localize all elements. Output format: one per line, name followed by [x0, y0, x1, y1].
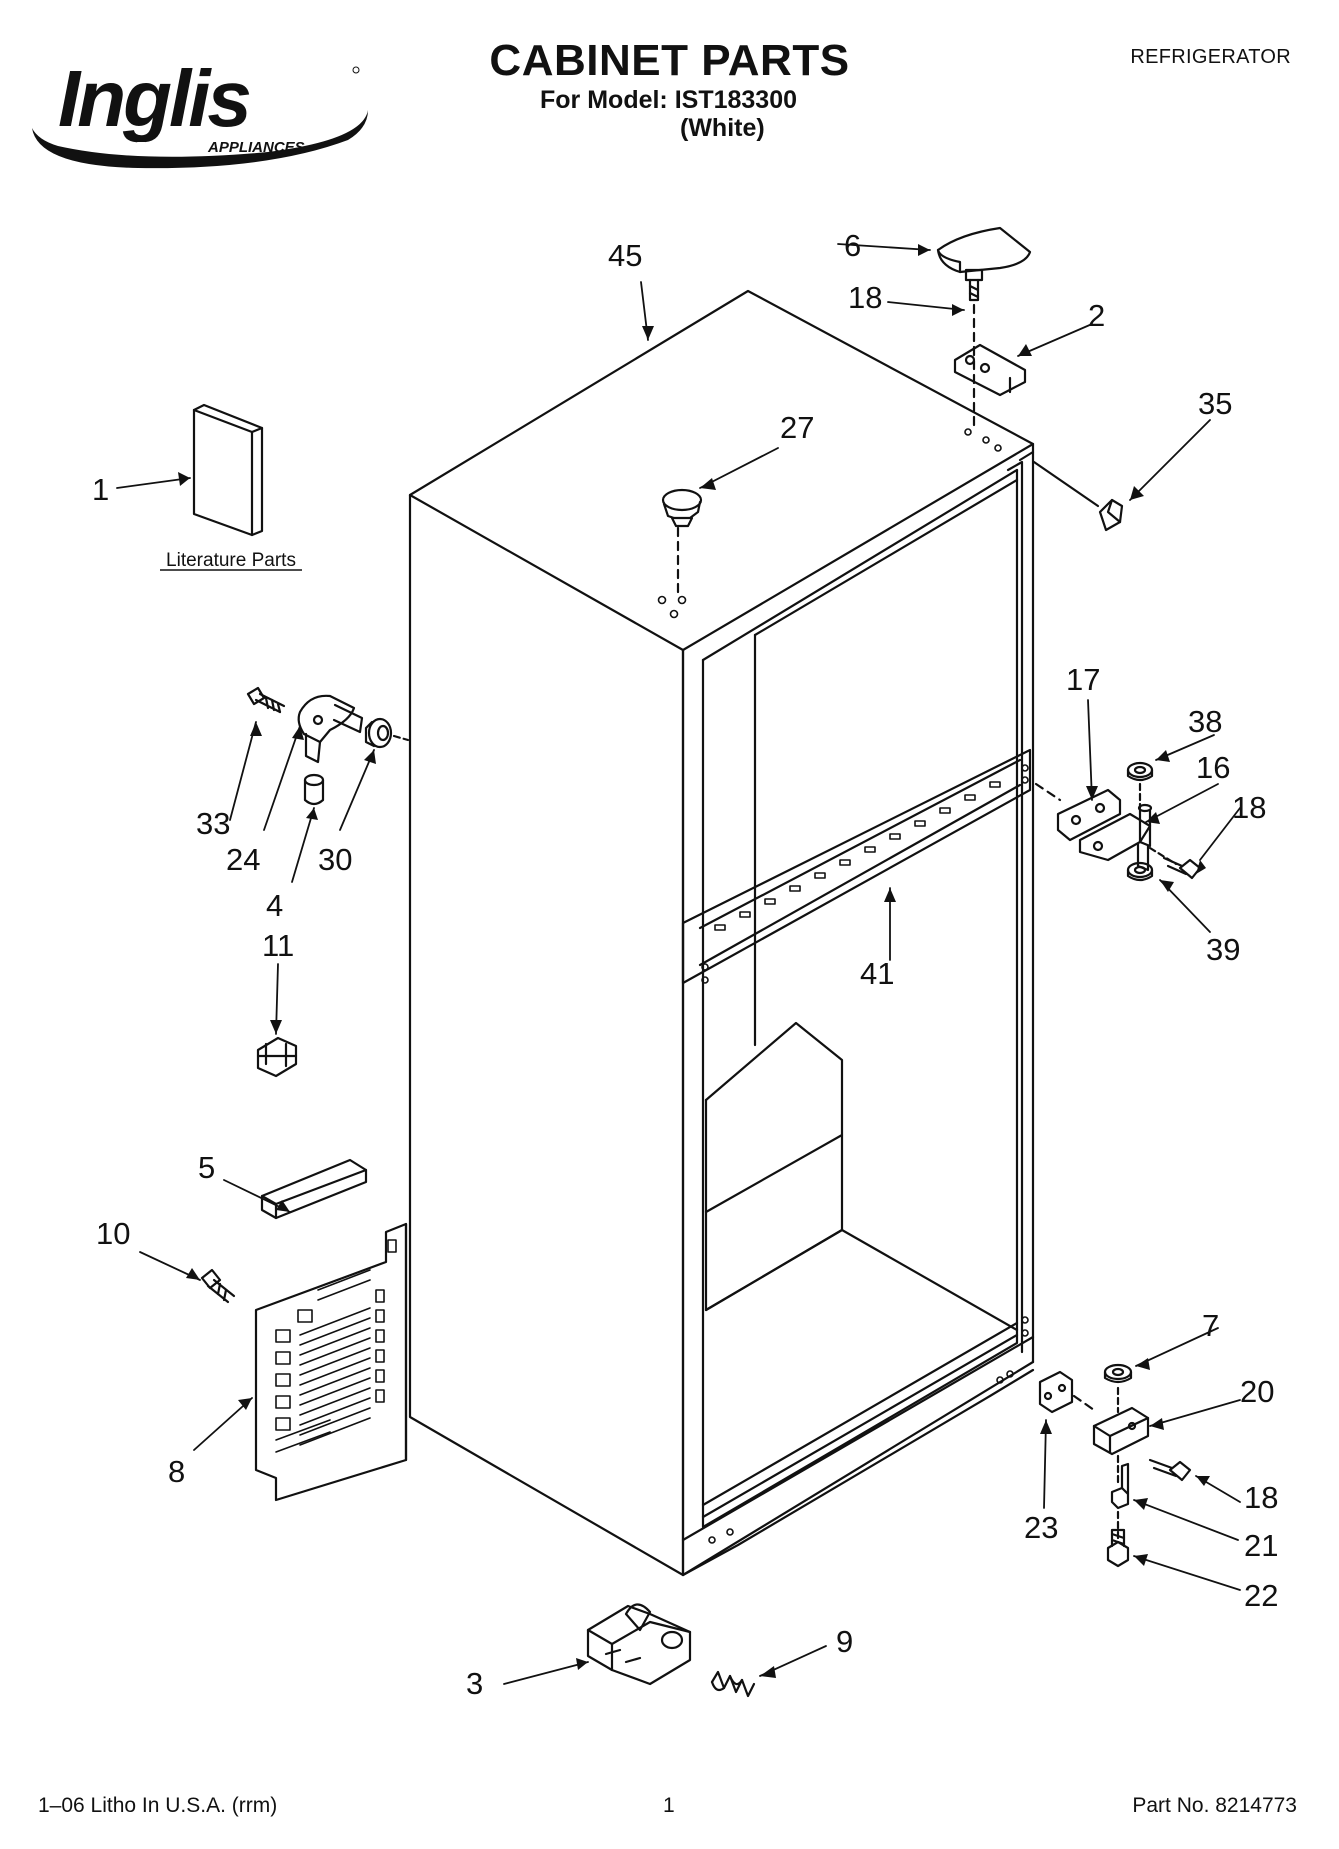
model-variant: (White) [680, 114, 765, 142]
top-hinge [953, 343, 1027, 397]
callout-1: 1 [92, 472, 109, 507]
screw-10 [200, 1268, 236, 1304]
washer-30 [364, 717, 393, 749]
callout-38: 38 [1188, 704, 1222, 739]
top-hinge-screw [964, 268, 984, 302]
top-hinge-cover [936, 226, 1032, 274]
leader-arrows [116, 243, 1241, 1685]
literature-parts-label: Literature Parts [166, 550, 296, 571]
bushing-4 [303, 773, 325, 806]
spring-9 [710, 1670, 756, 1698]
appliance-category: REFRIGERATOR [1130, 46, 1291, 68]
callout-33: 33 [196, 806, 230, 841]
center-hinge-16 [1078, 803, 1153, 872]
callout-8: 8 [168, 1454, 185, 1489]
callout-11: 11 [262, 928, 294, 963]
callout-6: 6 [844, 228, 861, 263]
page-title: CABINET PARTS [0, 36, 1339, 86]
callout-18c: 18 [1244, 1480, 1278, 1515]
model-line: For Model: IST183300 [540, 86, 798, 114]
footer-page-number: 1 [663, 1794, 675, 1817]
page-title-text: CABINET PARTS [489, 36, 850, 85]
footer-part-number: Part No. 8214773 [1132, 1794, 1297, 1817]
callout-18a: 18 [848, 280, 882, 315]
callout-39: 39 [1206, 932, 1240, 967]
pin-21 [1110, 1462, 1130, 1510]
callout-4: 4 [266, 888, 283, 923]
strip-5 [260, 1158, 368, 1220]
callout-numbers: 1 2 3 4 5 6 7 8 9 10 11 16 17 18 18 18 1… [92, 228, 1278, 1701]
footer-litho: 1–06 Litho In U.S.A. (rrm) [38, 1794, 278, 1817]
hinge-pin-bracket-24 [297, 694, 364, 764]
callout-20: 20 [1240, 1374, 1274, 1409]
callout-30: 30 [318, 842, 352, 877]
callout-22: 22 [1244, 1578, 1278, 1613]
screw-22 [1106, 1528, 1130, 1568]
screw-33 [246, 686, 286, 714]
logo-wordmark: Inglis [58, 54, 249, 143]
callout-7: 7 [1202, 1308, 1219, 1343]
callout-27: 27 [780, 410, 814, 445]
literature-booklet [192, 403, 264, 537]
clip-11 [256, 1036, 298, 1078]
callout-45: 45 [608, 238, 642, 273]
rail-holes [701, 764, 1029, 984]
inglis-logo: Inglis HOME APPLIANCES [32, 54, 368, 169]
bottom-hinge-screw-18 [1148, 1458, 1192, 1482]
washer-7 [1103, 1363, 1133, 1384]
callout-24: 24 [226, 842, 260, 877]
callout-3: 3 [466, 1666, 483, 1701]
leveler-3 [586, 1603, 692, 1686]
callout-23: 23 [1024, 1510, 1058, 1545]
logo-tagline-appliances: APPLIANCES [207, 139, 305, 156]
callout-9: 9 [836, 1624, 853, 1659]
callout-41: 41 [860, 956, 894, 991]
callout-10: 10 [96, 1216, 130, 1251]
spacer-23 [1038, 1370, 1074, 1414]
center-hinge-plate-17 [1056, 788, 1122, 842]
arrow-heads [178, 244, 1210, 1678]
hole-plug-27 [661, 488, 703, 528]
callout-18b: 18 [1232, 790, 1266, 825]
callout-5: 5 [198, 1150, 215, 1185]
callout-16: 16 [1196, 750, 1230, 785]
cabinet-shell [408, 289, 1035, 1577]
callout-2: 2 [1088, 298, 1105, 333]
callout-21: 21 [1244, 1528, 1278, 1563]
rear-panel-8 [254, 1222, 408, 1502]
washer-39 [1126, 861, 1154, 882]
hole-plug-35 [1098, 498, 1124, 532]
logo-tagline-home: HOME [100, 139, 146, 156]
callout-35: 35 [1198, 386, 1232, 421]
callout-17: 17 [1066, 662, 1100, 697]
bottom-hinge-20 [1092, 1406, 1150, 1456]
washer-38 [1126, 761, 1154, 782]
